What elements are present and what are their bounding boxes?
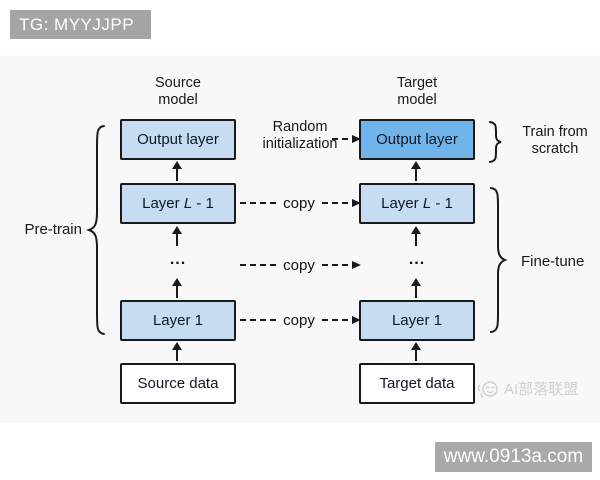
copy-arrow-layer-1: copy [240, 309, 362, 331]
watermark: AI部落联盟 [476, 378, 578, 399]
dashed-arrow-icon [321, 316, 362, 324]
source-data-label: Source data [137, 375, 219, 392]
source-output-layer-label: Output layer [137, 131, 219, 148]
copy-arrow-layer-l1: copy [240, 192, 362, 214]
dashed-arrow-icon [321, 261, 362, 269]
copy-label: copy [283, 194, 315, 212]
train-from-scratch-label: Train from scratch [522, 124, 588, 157]
target-layer-l1-label: Layer L - 1 [381, 195, 453, 212]
up-arrow-icon [410, 226, 422, 246]
source-layer-l1-box: Layer L - 1 [120, 183, 236, 224]
target-model-title: Target model [359, 75, 475, 109]
pretrain-label: Pre-train [24, 221, 82, 238]
target-output-layer-label: Output layer [376, 131, 458, 148]
source-model-title: Source model [120, 75, 236, 109]
target-ellipsis: ... [408, 251, 426, 268]
random-init-dashed-arrow-icon [332, 128, 361, 150]
copy-arrow-ellipsis: copy [240, 254, 362, 276]
up-arrow-icon [171, 161, 183, 181]
up-arrow-icon [171, 278, 183, 298]
source-layer-1-label: Layer 1 [152, 312, 204, 329]
target-data-label: Target data [379, 375, 455, 392]
up-arrow-icon [171, 342, 183, 361]
footer-url-bar: www.0913a.com [435, 442, 592, 472]
footer-url: www.0913a.com [443, 446, 584, 467]
source-layer-1-box: Layer 1 [120, 300, 236, 341]
target-output-layer-box: Output layer [359, 119, 475, 160]
train-from-scratch-brace-icon [489, 121, 502, 163]
target-title-line1: Target [396, 75, 438, 91]
up-arrow-icon [410, 161, 422, 181]
source-ellipsis: ... [169, 251, 187, 268]
source-layer-l1-label: Layer L - 1 [142, 195, 214, 212]
dashed-line-icon [240, 202, 277, 204]
dashed-arrow-icon [321, 199, 362, 207]
up-arrow-icon [410, 342, 422, 361]
source-title-line2: model [158, 92, 198, 108]
up-arrow-icon [171, 226, 183, 246]
pretrain-brace-icon [86, 125, 105, 335]
copy-label: copy [283, 256, 315, 274]
diagram-background [0, 55, 600, 423]
up-arrow-icon [410, 278, 422, 298]
source-data-box: Source data [120, 363, 236, 404]
dashed-line-icon [240, 264, 277, 266]
source-output-layer-box: Output layer [120, 119, 236, 160]
target-layer-l1-box: Layer L - 1 [359, 183, 475, 224]
finetune-brace-icon [490, 187, 508, 333]
target-layer-1-label: Layer 1 [391, 312, 443, 329]
tag-label: TG: MYYJJPP [19, 15, 135, 34]
target-data-box: Target data [359, 363, 475, 404]
target-layer-1-box: Layer 1 [359, 300, 475, 341]
finetune-label: Fine-tune [521, 253, 585, 270]
source-title-line1: Source [155, 75, 201, 91]
copy-label: copy [283, 311, 315, 329]
dashed-line-icon [240, 319, 277, 321]
telegram-tag-bar: TG: MYYJJPP [10, 10, 151, 39]
watermark-face-icon [477, 380, 498, 398]
watermark-text: AI部落联盟 [504, 381, 579, 398]
target-title-line2: model [397, 92, 437, 108]
random-initialization-label: Random initialization [262, 119, 338, 152]
